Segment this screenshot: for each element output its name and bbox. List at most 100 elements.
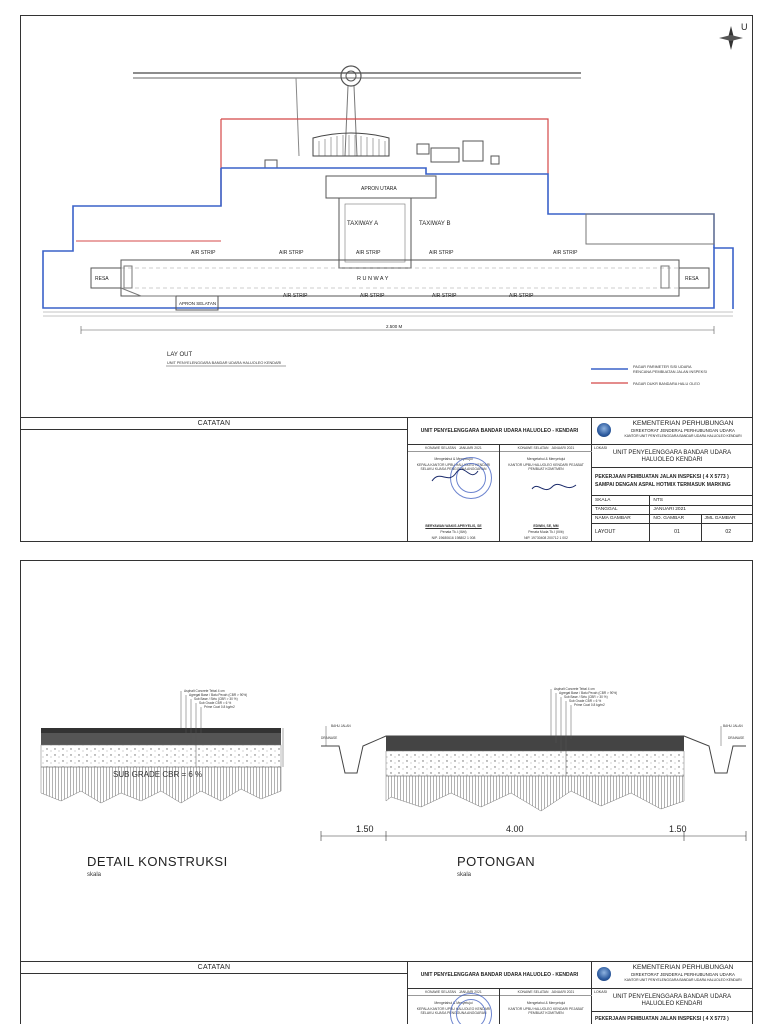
dimension-total: 2.500 M bbox=[386, 324, 403, 329]
ministry-logo-icon bbox=[597, 967, 611, 981]
sig-office: KANTOR UPBU HALUOLEO KENDARI PEJABAT PEM… bbox=[508, 1006, 584, 1016]
layer-label: Sub Grade CBR = 6 % bbox=[569, 699, 601, 703]
sig-month: JANUARI 2021 bbox=[551, 446, 575, 450]
project-info-panel: KEMENTERIAN PERHUBUNGAN DIREKTORAT JENDE… bbox=[592, 962, 752, 1024]
sig-month: JANUARI 2021 bbox=[551, 990, 575, 994]
sig-office: KANTOR UPBU HALUOLEO KENDARI PEJABAT PEM… bbox=[508, 462, 584, 472]
layout-title: LAY OUT bbox=[167, 352, 192, 358]
layer-label: Sub Base / Sirtu (CBR > 30 %) bbox=[194, 697, 238, 701]
office-name: KANTOR UNIT PENYELENGGARA BANDAR UDARA H… bbox=[624, 978, 742, 982]
sig-place: KONAWE SELATAN bbox=[425, 990, 456, 994]
side-label: BAHU JALAN bbox=[723, 724, 743, 728]
side-label: DRAINASE bbox=[728, 736, 744, 740]
layer-label: Prime Coat 0.8 kg/m2 bbox=[204, 705, 235, 709]
office-name: KANTOR UNIT PENYELENGGARA BANDAR UDARA H… bbox=[624, 434, 742, 438]
notes-panel: CATATAN bbox=[21, 418, 408, 542]
sig-role: Mengetahui & Menyetujui bbox=[526, 457, 566, 461]
signature-block-ppk: KONAWE SELATAN JANUARI 2021 Mengetahui &… bbox=[500, 989, 592, 1024]
sig-rank: Penata Tk.I (III/d) bbox=[440, 530, 467, 534]
sig-place: KONAWE SELATAN bbox=[425, 446, 456, 450]
official-stamp bbox=[450, 993, 492, 1024]
signature-block-head: KONAWE SELATAN JANUARI 2021 Mengetahui &… bbox=[408, 989, 500, 1024]
drawing-sheet-layout: U APRON UTARA TAXIWAY A TAXIWAY B AIR ST… bbox=[20, 15, 753, 542]
ministry-header: KEMENTERIAN PERHUBUNGAN DIREKTORAT JENDE… bbox=[592, 418, 752, 445]
layer-label: Prime Coat 0.8 kg/m2 bbox=[574, 703, 605, 707]
detail-konstruksi-scale: skala bbox=[87, 872, 102, 878]
layer-label: Asphalt Concrete Tebal 4 cm bbox=[554, 687, 595, 691]
title-block: CATATAN UNIT PENYELENGGARA BANDAR UDARA … bbox=[21, 961, 752, 1024]
apron-utara-label: APRON UTARA bbox=[361, 186, 397, 192]
notes-heading: CATATAN bbox=[21, 418, 407, 430]
sig-role: Mengetahui & Menyetujui bbox=[526, 1001, 566, 1005]
drawing-sheet-detail: SUB GRADE CBR = 6 % Asphalt Concrete Teb… bbox=[20, 560, 753, 1024]
air-strip-label: AIR STRIP bbox=[191, 250, 216, 256]
approval-panel: UNIT PENYELENGGARA BANDAR UDARA HALUOLEO… bbox=[408, 418, 592, 542]
location-label: LOKASI bbox=[594, 990, 607, 994]
approval-panel: UNIT PENYELENGGARA BANDAR UDARA HALUOLEO… bbox=[408, 962, 592, 1024]
layer-label: Sub Grade CBR = 6 % bbox=[199, 701, 231, 705]
layout-subtitle: UNIT PENYELENGGARA BANDAR UDARA HALUOLEO… bbox=[167, 361, 281, 365]
potongan-scale: skala bbox=[457, 872, 472, 878]
detail-konstruksi-title: DETAIL KONSTRUKSI bbox=[87, 854, 228, 869]
air-strip-label: AIR STRIP bbox=[283, 293, 308, 299]
location-value: UNIT PENYELENGGARA BANDAR UDARA HALUOLEO… bbox=[612, 994, 732, 1007]
table-cell: NTS bbox=[649, 496, 752, 506]
subgrade-label: SUB GRADE CBR = 6 % bbox=[113, 770, 202, 779]
layer-label: Asphalt Concrete Tebal 4 cm bbox=[184, 689, 225, 693]
north-label: U bbox=[741, 22, 748, 32]
apron-selatan-label: APRON SELATAN bbox=[179, 301, 216, 306]
resa-east-label: RESA bbox=[685, 276, 699, 282]
layer-label: Sub Base / Sirtu (CBR > 30 %) bbox=[564, 695, 608, 699]
resa-west-label: RESA bbox=[95, 276, 109, 282]
air-strip-label: AIR STRIP bbox=[356, 250, 381, 256]
table-cell: 02 bbox=[700, 523, 752, 542]
taxiway-b-label: TAXIWAY B bbox=[419, 221, 450, 227]
table-cell: SKALA bbox=[592, 496, 650, 506]
unit-heading: UNIT PENYELENGGARA BANDAR UDARA HALUOLEO… bbox=[408, 962, 591, 989]
air-strip-label: AIR STRIP bbox=[279, 250, 304, 256]
ministry-header: KEMENTERIAN PERHUBUNGAN DIREKTORAT JENDE… bbox=[592, 962, 752, 989]
side-label: DRAINASE bbox=[321, 736, 337, 740]
sig-place: KONAWE SELATAN bbox=[517, 446, 549, 450]
sig-rank: Penata Muda Tk.I (III/b) bbox=[528, 530, 564, 534]
taxiway-a-label: TAXIWAY A bbox=[347, 221, 378, 227]
dimension-right: 1.50 bbox=[669, 824, 687, 834]
table-cell: JANUARI 2021 bbox=[649, 505, 752, 515]
signature-block-ppk: KONAWE SELATAN JANUARI 2021 Mengetahui &… bbox=[500, 445, 592, 542]
job-title: PEKERJAAN PEMBUATAN JALAN INSPEKSI ( 4 X… bbox=[592, 1012, 752, 1024]
location-cell: LOKASI UNIT PENYELENGGARA BANDAR UDARA H… bbox=[592, 989, 752, 1012]
table-cell: TANGGAL bbox=[592, 505, 650, 515]
layer-label: Agregat Base / Batu Pecah (CBR > 90%) bbox=[189, 693, 247, 697]
signature-block-head: KONAWE SELATAN JANUARI 2021 Mengetahui &… bbox=[408, 445, 500, 542]
air-strip-label: AIR STRIP bbox=[360, 293, 385, 299]
signature-mark bbox=[431, 468, 479, 482]
table-cell: NAMA GAMBAR bbox=[592, 514, 650, 524]
sig-role: Mengetahui & Menyetujui bbox=[434, 457, 473, 461]
runway-label: R U N W A Y bbox=[357, 276, 389, 282]
sig-place: KONAWE SELATAN bbox=[517, 990, 549, 994]
unit-heading: UNIT PENYELENGGARA BANDAR UDARA HALUOLEO… bbox=[408, 418, 591, 445]
location-value: UNIT PENYELENGGARA BANDAR UDARA HALUOLEO… bbox=[612, 450, 732, 463]
table-cell: NO. GAMBAR bbox=[649, 514, 702, 524]
notes-panel: CATATAN bbox=[21, 962, 408, 1024]
sig-nip: NIP. 19730408 200712 1 002 bbox=[524, 536, 568, 540]
legend-item-inspection-road: RENCANA PEMBUATAN JALAN INSPEKSI bbox=[633, 370, 707, 374]
dimension-left: 1.50 bbox=[356, 824, 374, 834]
air-strip-label: AIR STRIP bbox=[432, 293, 457, 299]
table-cell: JML GAMBAR bbox=[700, 514, 752, 524]
sig-name: BERYAWAN WAKIS APRIYELIS, SE bbox=[425, 524, 482, 528]
side-label: BAHU JALAN bbox=[331, 724, 351, 728]
potongan-title: POTONGAN bbox=[457, 854, 536, 869]
directorate-name: DIREKTORAT JENDERAL PERHUBUNGAN UDARA bbox=[631, 972, 735, 977]
project-info-panel: KEMENTERIAN PERHUBUNGAN DIREKTORAT JENDE… bbox=[592, 418, 752, 542]
ministry-name: KEMENTERIAN PERHUBUNGAN bbox=[632, 964, 734, 971]
notes-heading: CATATAN bbox=[21, 962, 407, 974]
job-title: PEKERJAAN PEMBUATAN JALAN INSPEKSI ( 4 X… bbox=[592, 468, 752, 496]
layer-label: Agregat Base / Batu Pecah (CBR > 90%) bbox=[559, 691, 617, 695]
air-strip-label: AIR STRIP bbox=[429, 250, 454, 256]
